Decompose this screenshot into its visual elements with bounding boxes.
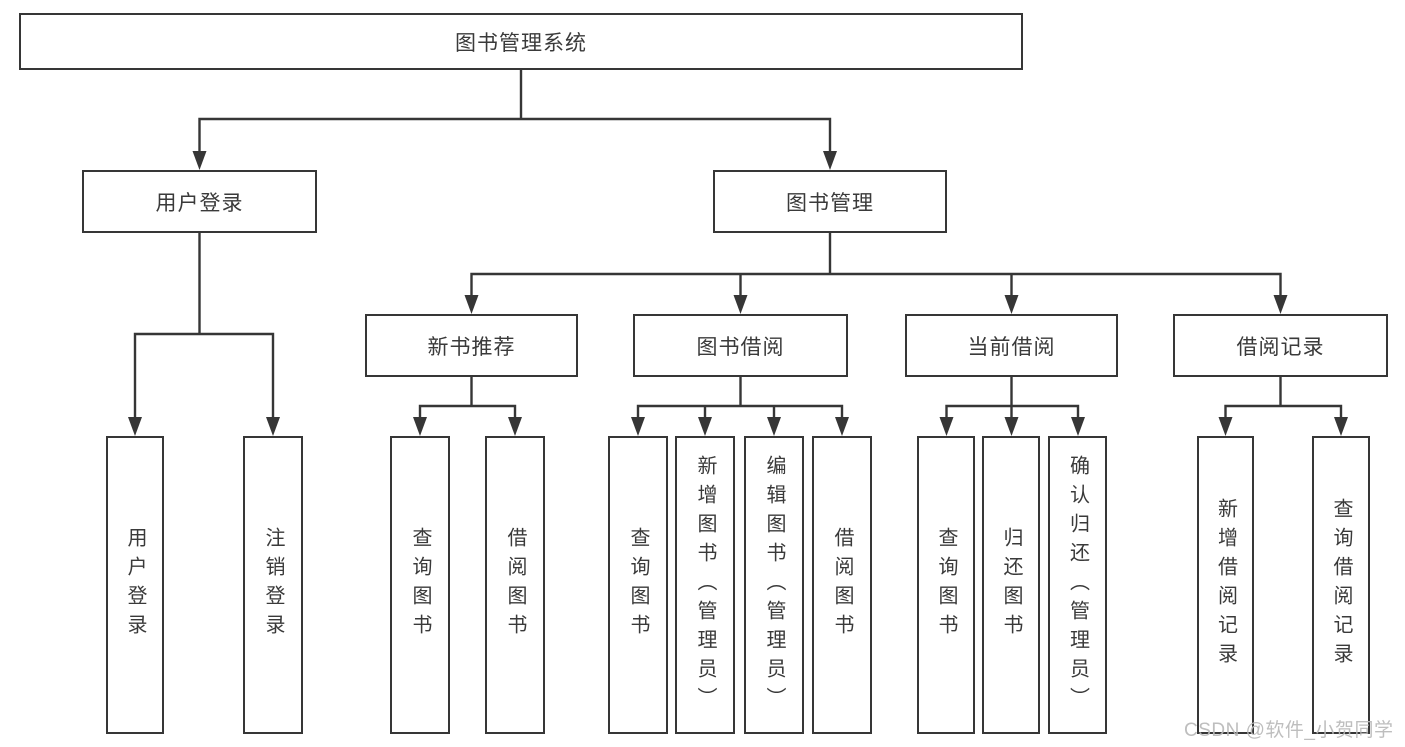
leaf-borrow-books: 借阅图书: [812, 436, 872, 734]
leaf-logout: 注销登录: [243, 436, 303, 734]
node-label: 查询图书: [409, 527, 431, 643]
node-label: 图书借阅: [696, 335, 785, 359]
node-label: 编辑图书（管理员）: [763, 454, 785, 716]
leaf-add-books-admin: 新增图书（管理员）: [675, 436, 735, 734]
node-library-management-system: 图书管理系统: [19, 13, 1023, 70]
leaf-confirm-return-admin: 确认归还（管理员）: [1048, 436, 1107, 734]
node-new-book-recommendation: 新书推荐: [365, 314, 578, 377]
node-label: 查询图书: [935, 527, 957, 643]
leaf-query-books-recommend: 查询图书: [390, 436, 450, 734]
node-label: 新增借阅记录: [1214, 498, 1237, 672]
node-label: 用户登录: [155, 191, 244, 215]
node-current-borrowing: 当前借阅: [905, 314, 1118, 377]
node-book-management: 图书管理: [713, 170, 947, 233]
node-label: 确认归还（管理员）: [1066, 454, 1089, 716]
node-label: 用户登录: [124, 527, 146, 643]
node-label: 借阅图书: [504, 527, 526, 643]
node-label: 归还图书: [1000, 527, 1022, 643]
node-label: 当前借阅: [967, 335, 1056, 359]
node-label: 图书管理: [786, 191, 874, 215]
leaf-return-books: 归还图书: [982, 436, 1040, 734]
node-label: 新增图书（管理员）: [694, 454, 716, 716]
leaf-borrow-books-recommend: 借阅图书: [485, 436, 545, 734]
node-label: 图书管理系统: [455, 31, 587, 55]
leaf-query-books-borrow: 查询图书: [608, 436, 668, 734]
leaf-user-login: 用户登录: [106, 436, 164, 734]
leaf-query-borrow-record: 查询借阅记录: [1312, 436, 1370, 734]
node-label: 借阅图书: [831, 527, 853, 643]
node-label: 注销登录: [262, 527, 284, 643]
node-label: 查询图书: [627, 527, 649, 643]
node-label: 借阅记录: [1236, 335, 1325, 359]
leaf-edit-books-admin: 编辑图书（管理员）: [744, 436, 804, 734]
leaf-add-borrow-record: 新增借阅记录: [1197, 436, 1254, 734]
node-book-borrowing: 图书借阅: [633, 314, 848, 377]
node-user-login: 用户登录: [82, 170, 317, 233]
leaf-query-books-current: 查询图书: [917, 436, 975, 734]
node-label: 新书推荐: [427, 335, 516, 359]
node-borrowing-records: 借阅记录: [1173, 314, 1388, 377]
csdn-watermark: CSDN @软件_小贺同学: [1184, 720, 1394, 741]
node-label: 查询借阅记录: [1330, 498, 1352, 672]
